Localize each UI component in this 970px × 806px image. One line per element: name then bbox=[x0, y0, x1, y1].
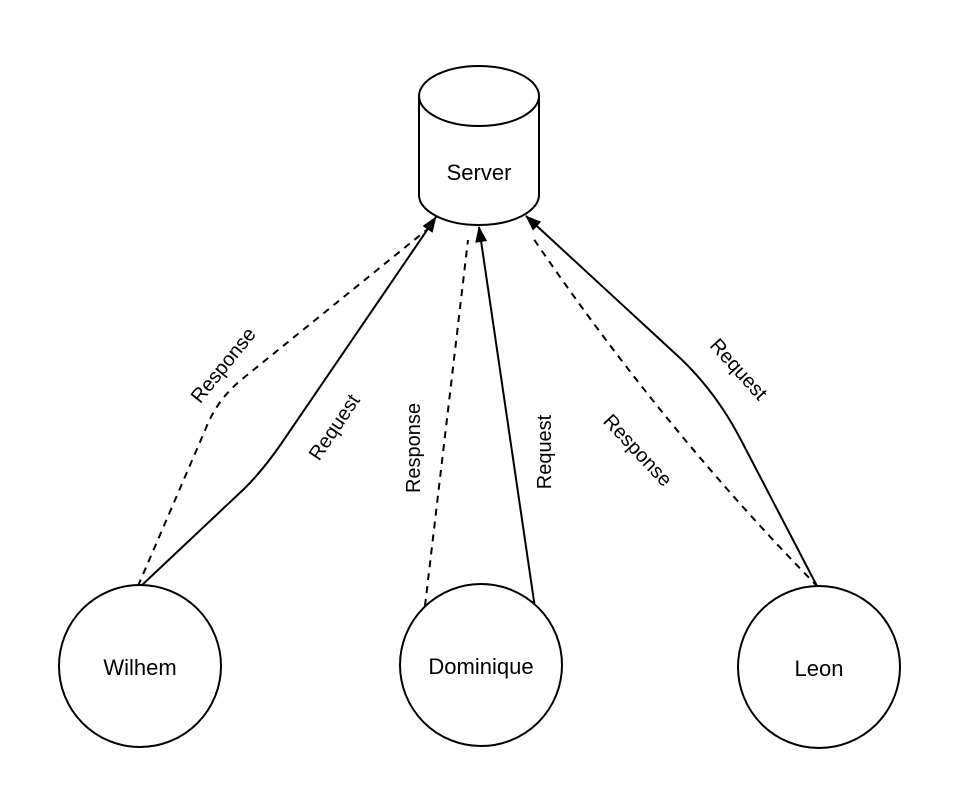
wilhem-circle bbox=[58, 584, 222, 748]
leon-node-label: Leon bbox=[795, 656, 844, 681]
edge-wilhem-request-line bbox=[140, 216, 437, 587]
edge-leon-response-line bbox=[530, 234, 819, 588]
edges bbox=[137, 215, 819, 609]
wilhem-node-label: Wilhem bbox=[103, 655, 176, 680]
edge-wilhem-response-line bbox=[137, 227, 430, 587]
edge-label-dominique-request: Request bbox=[534, 414, 556, 489]
client-node-wilhem: Wilhem bbox=[58, 584, 222, 748]
edge-label-wilhem-response: Response bbox=[187, 324, 261, 408]
leon-circle bbox=[737, 585, 901, 749]
edge-label-wilhem-request: Request bbox=[305, 390, 365, 464]
edge-label-dominique-response: Response bbox=[403, 403, 425, 493]
client-node-leon: Leon bbox=[737, 585, 901, 749]
dominique-circle bbox=[399, 583, 563, 747]
edge-leon-request-line bbox=[525, 215, 818, 587]
edge-dominique-request-line bbox=[475, 226, 536, 609]
edge-label-leon-request: Request bbox=[705, 335, 771, 405]
server-node-label: Server bbox=[447, 160, 512, 185]
client-node-dominique: Dominique bbox=[399, 583, 563, 747]
server-cylinder-body bbox=[418, 96, 540, 226]
server-node: Server bbox=[418, 65, 540, 226]
server-cylinder-top bbox=[418, 65, 540, 127]
edge-label-leon-response: Response bbox=[599, 410, 677, 491]
edge-dominique-response-line bbox=[424, 239, 469, 607]
edge-labels: Response Request Response Request Respon… bbox=[187, 324, 772, 493]
dominique-node-label: Dominique bbox=[428, 654, 533, 679]
